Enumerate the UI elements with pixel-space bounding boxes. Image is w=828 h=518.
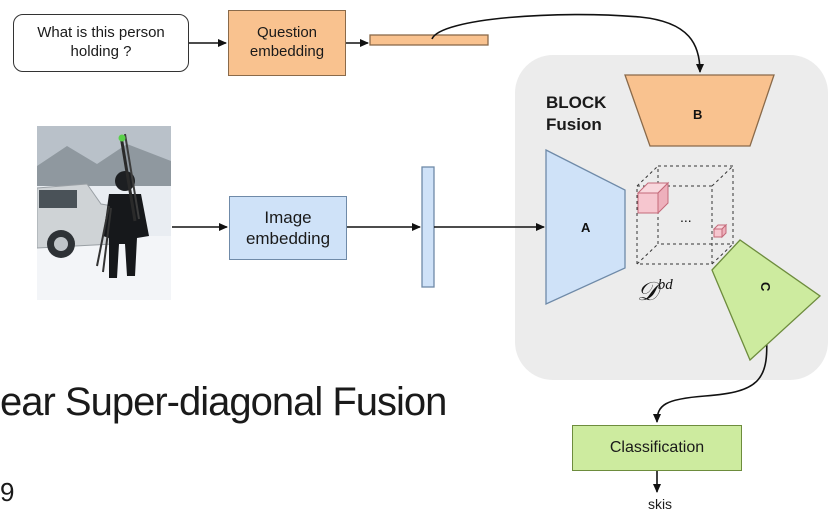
factor-c-shape [711, 239, 822, 362]
factor-a-shape [545, 148, 626, 306]
question-text: What is this person holding ? [37, 24, 165, 60]
classification-box: Classification [572, 425, 742, 471]
tensor-block-small [712, 223, 728, 239]
factor-b-label: B [693, 107, 702, 122]
block-title-line1: BLOCK [546, 93, 607, 112]
classification-label: Classification [609, 439, 705, 456]
question-vector [369, 34, 489, 46]
block-fusion-title: BLOCK Fusion [546, 92, 636, 136]
block-title-line2: Fusion [546, 115, 602, 135]
input-photo [37, 126, 171, 300]
question-box: What is this person holding ? [13, 14, 189, 72]
slide-title: ear Super-diagonal Fusion [0, 380, 447, 424]
factor-a-label: A [581, 220, 591, 235]
page-number: 9 [0, 477, 15, 507]
arrow-c-to-classification [653, 329, 768, 423]
tensor-ellipsis: ... [680, 209, 692, 225]
tensor-block-large [636, 181, 670, 215]
image-vector [421, 166, 435, 288]
skier-image [37, 126, 171, 300]
core-tensor-label: 𝒟bd [637, 277, 673, 306]
image-embedding-label: Image embedding [245, 207, 331, 248]
question-embedding-label: Question embedding [249, 24, 325, 60]
factor-b-shape [624, 74, 775, 147]
factor-c-label: C [758, 282, 773, 292]
arrow-qvector-to-b [431, 13, 704, 73]
output-answer: skis [647, 496, 673, 512]
image-embedding-box: Image embedding [229, 196, 347, 260]
question-embedding-box: Question embedding [228, 10, 346, 76]
